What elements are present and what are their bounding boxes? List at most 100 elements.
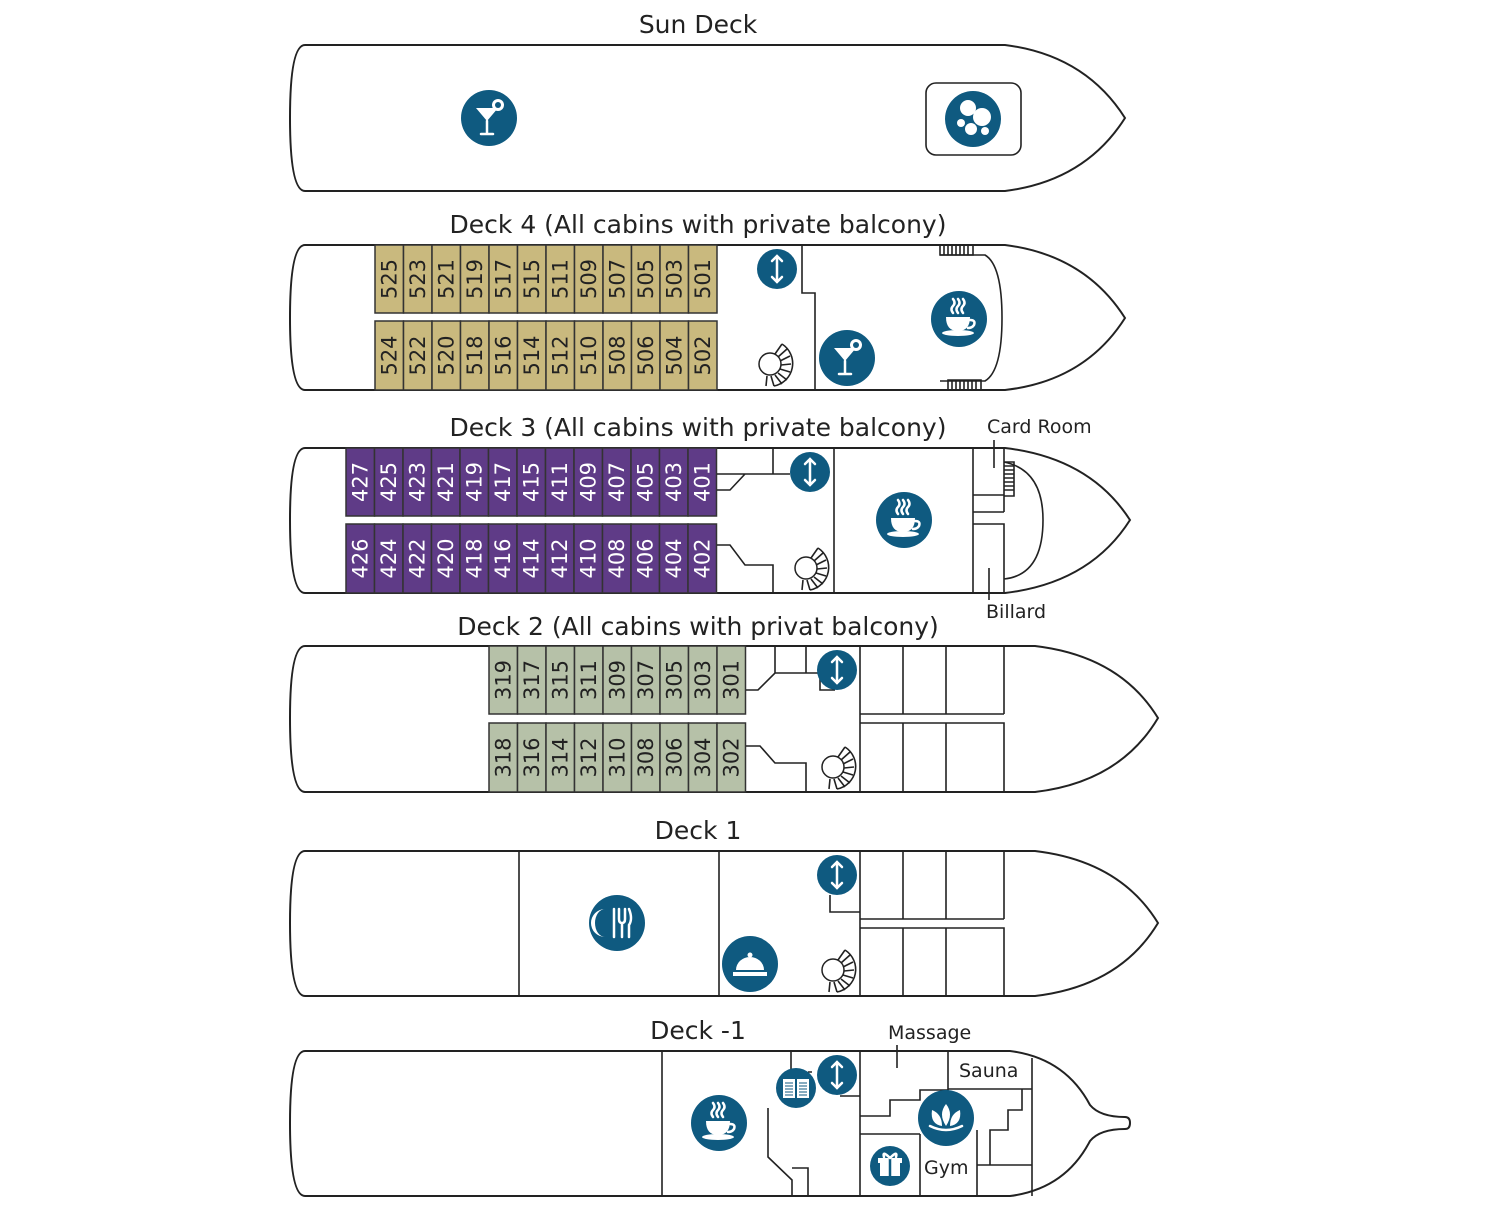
- deck-4: Deck 4 (All cabins with private balcony)…: [288, 210, 1127, 391]
- cabin-411[interactable]: 411: [544, 447, 575, 517]
- cabin-number: 308: [634, 737, 658, 777]
- cabin-301[interactable]: 301: [716, 645, 747, 715]
- cabin-number: 504: [662, 335, 686, 375]
- cabin-box: [402, 244, 433, 314]
- cabin-424[interactable]: 424: [373, 523, 404, 594]
- cabin-303[interactable]: 303: [687, 645, 718, 715]
- cabin-309[interactable]: 309: [602, 645, 633, 715]
- cabin-508[interactable]: 508: [602, 320, 633, 391]
- cabin-507[interactable]: 507: [602, 244, 633, 314]
- cabin-box: [601, 523, 632, 594]
- deck-title: Deck 2 (All cabins with privat balcony): [457, 612, 939, 641]
- cabin-519[interactable]: 519: [459, 244, 490, 314]
- cabin-319[interactable]: 319: [488, 645, 519, 715]
- cabin-306[interactable]: 306: [659, 722, 690, 793]
- cabin-311[interactable]: 311: [573, 645, 604, 715]
- cabin-523[interactable]: 523: [402, 244, 433, 314]
- cabin-409[interactable]: 409: [573, 447, 604, 517]
- cabin-417[interactable]: 417: [487, 447, 518, 517]
- cabin-number: 509: [577, 259, 601, 299]
- cabin-308[interactable]: 308: [630, 722, 661, 793]
- cabin-302[interactable]: 302: [716, 722, 747, 793]
- cabin-box: [630, 244, 661, 314]
- cabin-504[interactable]: 504: [659, 320, 690, 391]
- cabin-418[interactable]: 418: [459, 523, 490, 594]
- cabin-316[interactable]: 316: [516, 722, 547, 793]
- cabin-515[interactable]: 515: [516, 244, 547, 314]
- cabin-number: 522: [406, 335, 430, 375]
- cabin-408[interactable]: 408: [601, 523, 632, 594]
- cabin-box: [716, 722, 747, 793]
- cabin-520[interactable]: 520: [431, 320, 462, 391]
- spa-icon: [916, 1088, 976, 1148]
- cabin-305[interactable]: 305: [659, 645, 690, 715]
- cabin-514[interactable]: 514: [516, 320, 547, 391]
- cabin-503[interactable]: 503: [659, 244, 690, 314]
- cabin-number: 518: [463, 335, 487, 375]
- cabin-box: [659, 722, 690, 793]
- cabin-420[interactable]: 420: [430, 523, 461, 594]
- cabin-number: 520: [434, 335, 458, 375]
- cabin-317[interactable]: 317: [516, 645, 547, 715]
- cabin-427[interactable]: 427: [345, 447, 376, 517]
- cabin-517[interactable]: 517: [488, 244, 519, 314]
- cabin-414[interactable]: 414: [516, 523, 547, 594]
- cabin-521[interactable]: 521: [431, 244, 462, 314]
- cabin-509[interactable]: 509: [573, 244, 604, 314]
- cabin-522[interactable]: 522: [402, 320, 433, 391]
- cabin-425[interactable]: 425: [373, 447, 404, 517]
- cabin-number: 318: [491, 737, 515, 777]
- cabin-423[interactable]: 423: [402, 447, 433, 517]
- cabin-415[interactable]: 415: [516, 447, 547, 517]
- cabin-505[interactable]: 505: [630, 244, 661, 314]
- cabin-524[interactable]: 524: [374, 320, 405, 391]
- cabin-number: 521: [434, 259, 458, 299]
- cabin-number: 510: [577, 335, 601, 375]
- cabin-405[interactable]: 405: [630, 447, 661, 517]
- cabin-518[interactable]: 518: [459, 320, 490, 391]
- cabin-402[interactable]: 402: [687, 523, 718, 594]
- massage-label: Massage: [888, 1022, 971, 1044]
- cabin-box: [516, 722, 547, 793]
- cabin-number: 506: [634, 335, 658, 375]
- gym-label: Gym: [924, 1157, 968, 1179]
- cabin-406[interactable]: 406: [630, 523, 661, 594]
- cabin-304[interactable]: 304: [687, 722, 718, 793]
- cabin-box: [345, 523, 376, 594]
- cabin-412[interactable]: 412: [544, 523, 575, 594]
- cabin-419[interactable]: 419: [459, 447, 490, 517]
- cabin-426[interactable]: 426: [345, 523, 376, 594]
- cabin-502[interactable]: 502: [687, 320, 718, 391]
- cabin-506[interactable]: 506: [630, 320, 661, 391]
- cabin-512[interactable]: 512: [545, 320, 576, 391]
- cabin-404[interactable]: 404: [658, 523, 689, 594]
- cabin-421[interactable]: 421: [430, 447, 461, 517]
- cabin-511[interactable]: 511: [545, 244, 576, 314]
- cabin-number: 424: [377, 538, 401, 578]
- cabin-407[interactable]: 407: [601, 447, 632, 517]
- cabin-422[interactable]: 422: [402, 523, 433, 594]
- cabin-401[interactable]: 401: [687, 447, 718, 517]
- cabin-312[interactable]: 312: [573, 722, 604, 793]
- cabin-410[interactable]: 410: [573, 523, 604, 594]
- deck-minus-1: Deck -1 Massage Sauna Gym: [288, 1016, 1132, 1197]
- cabin-310[interactable]: 310: [602, 722, 633, 793]
- cabin-box: [487, 523, 518, 594]
- cabin-318[interactable]: 318: [488, 722, 519, 793]
- cabin-307[interactable]: 307: [630, 645, 661, 715]
- cabin-501[interactable]: 501: [687, 244, 718, 314]
- cabin-number: 407: [605, 462, 629, 502]
- cabin-number: 404: [662, 538, 686, 578]
- cabin-number: 402: [690, 538, 714, 578]
- cabin-314[interactable]: 314: [545, 722, 576, 793]
- cabin-box: [687, 722, 718, 793]
- cabin-number: 412: [548, 538, 572, 578]
- cabin-525[interactable]: 525: [374, 244, 405, 314]
- cabin-403[interactable]: 403: [658, 447, 689, 517]
- cabin-315[interactable]: 315: [545, 645, 576, 715]
- cabin-box: [516, 645, 547, 715]
- cabin-416[interactable]: 416: [487, 523, 518, 594]
- deck-1: Deck 1: [288, 816, 1160, 997]
- cabin-516[interactable]: 516: [488, 320, 519, 391]
- cabin-510[interactable]: 510: [573, 320, 604, 391]
